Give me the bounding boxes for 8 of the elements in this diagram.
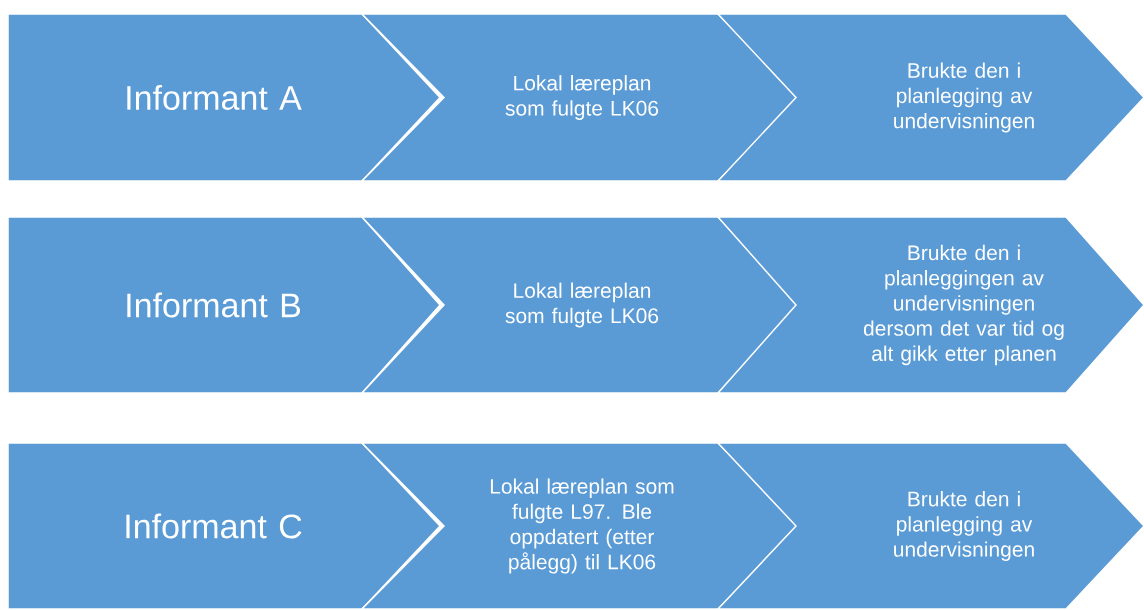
node-label: Lokal læreplan som fulgte L97. Ble oppdatert (etter pålegg) til LK06: [490, 478, 674, 574]
label-pentagon: Informant A: [7, 13, 442, 182]
node-label: Brukte den i planleggingen av undervisningen dersom det var tid og alt gikk etter planen: [863, 244, 1064, 366]
label-pentagon: Informant C: [7, 442, 442, 610]
node-label: Brukte den i planlegging av undervisningen: [894, 491, 1034, 561]
label-pentagon: Informant B: [7, 216, 441, 394]
node-label: Brukte den i planlegging av undervisningen: [894, 62, 1034, 133]
node-label: Informant C: [126, 513, 302, 539]
